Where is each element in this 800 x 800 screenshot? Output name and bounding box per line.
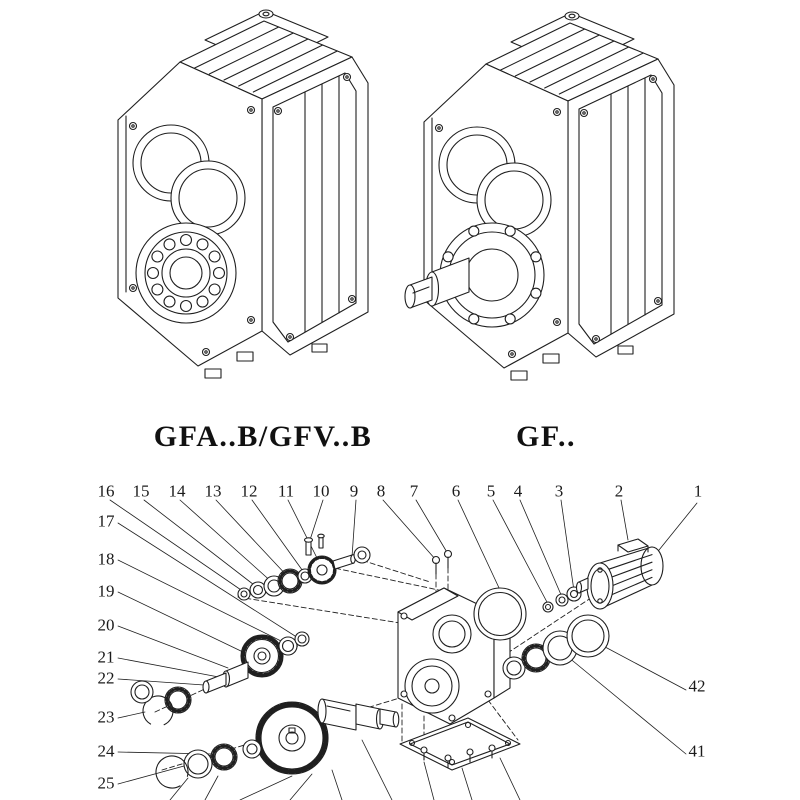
callout-42: 42 xyxy=(688,676,706,696)
callout-11: 11 xyxy=(277,481,295,501)
callout-10: 10 xyxy=(312,481,330,501)
gear-housing xyxy=(397,549,511,725)
gearbox-drawing-gf xyxy=(404,11,675,381)
callout-1: 1 xyxy=(693,481,703,501)
snap-ring-intermediate xyxy=(142,695,174,727)
callout-22: 22 xyxy=(97,668,115,688)
callout-5: 5 xyxy=(486,481,496,501)
callout-12: 12 xyxy=(240,481,258,501)
callout-15: 15 xyxy=(132,481,150,501)
mounting-feet-right xyxy=(510,345,634,381)
callout-25: 25 xyxy=(97,773,115,793)
callout-19: 19 xyxy=(97,581,115,601)
callout-13: 13 xyxy=(204,481,222,501)
side-ribs-left xyxy=(304,75,340,333)
callout-7: 7 xyxy=(409,481,419,501)
cover-plate-screws xyxy=(420,744,496,769)
callout-21: 21 xyxy=(97,647,115,667)
intermediate-gear xyxy=(240,634,284,678)
callout-17: 17 xyxy=(97,511,115,531)
callout-3: 3 xyxy=(554,481,564,501)
upper-shaft-parts xyxy=(237,533,371,601)
callout-14: 14 xyxy=(168,481,186,501)
cooling-fins-right xyxy=(500,28,644,95)
mounting-feet-left xyxy=(204,343,328,379)
output-shaft-exploded xyxy=(317,698,400,731)
callout-9: 9 xyxy=(349,481,359,501)
housing-bolts xyxy=(431,549,453,575)
ball-bearing-output xyxy=(210,743,238,771)
model-label-gfab: GFA..B/GFV..B xyxy=(153,420,373,453)
large-helical-gear xyxy=(255,701,329,775)
side-ribs-right xyxy=(610,77,646,335)
snap-ring-output xyxy=(155,755,189,789)
callout-6: 6 xyxy=(451,481,461,501)
callout-18: 18 xyxy=(97,549,115,569)
callout-2: 2 xyxy=(614,481,624,501)
side-panel-screws-right xyxy=(579,74,663,344)
ball-bearing-intermediate xyxy=(164,686,192,714)
callout-20: 20 xyxy=(97,615,115,635)
input-bores-right xyxy=(438,126,552,238)
output-bearing-left xyxy=(135,222,237,324)
gearbox-drawing-gfab xyxy=(117,9,369,379)
motor-fins xyxy=(599,554,653,601)
callout-16: 16 xyxy=(97,481,115,501)
pinion-gear xyxy=(307,555,337,585)
input-bores-left xyxy=(132,124,246,236)
callout-23: 23 xyxy=(97,707,115,727)
model-label-gf: GF.. xyxy=(516,420,576,453)
callout-4: 4 xyxy=(513,481,523,501)
output-shaft xyxy=(404,257,470,309)
side-panel-screws-left xyxy=(273,72,357,342)
motor-assembly xyxy=(575,538,664,610)
housing-cover-parts xyxy=(473,586,610,680)
intermediate-shaft-parts xyxy=(130,631,310,727)
callout-24: 24 xyxy=(97,741,115,761)
callout-8: 8 xyxy=(376,481,386,501)
output-shaft-parts xyxy=(155,698,400,789)
exploded-view-drawing xyxy=(109,499,698,800)
cooling-fins-left xyxy=(194,26,338,93)
callout-41: 41 xyxy=(688,741,706,761)
bottom-cover-plate xyxy=(399,717,521,771)
leader-lines xyxy=(109,499,698,800)
front-face-bolts-left xyxy=(128,105,256,357)
